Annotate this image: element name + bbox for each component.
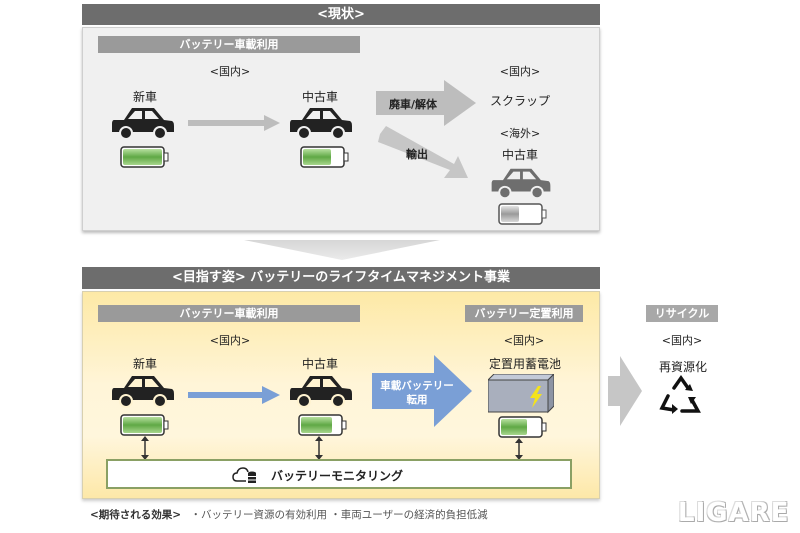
- transfer-arrow-label-1: 車載バッテリー: [380, 380, 454, 392]
- car-icon: [290, 376, 352, 408]
- scrap-arrow-label: 廃車/解体: [388, 98, 438, 111]
- transfer-arrow-label-2: 転用: [406, 394, 428, 406]
- overseas-label: <海外>: [499, 127, 541, 140]
- current-domestic-label: <国内>: [209, 65, 251, 78]
- battery-icon-target-used: [298, 414, 348, 440]
- arrow-new-to-used: [188, 115, 280, 131]
- expected-effects-heading: <期待される効果>: [90, 509, 182, 521]
- recycle-icon: [659, 374, 701, 414]
- target-onboard-section-label: バッテリー車載利用: [98, 305, 360, 322]
- recycle-domestic-label: <国内>: [661, 334, 703, 347]
- current-new-car-label: 新車: [132, 90, 157, 104]
- car-icon: [290, 108, 352, 140]
- recycle-arrow: [608, 356, 642, 426]
- expected-effects-list: ・バッテリー資源の有効利用 ・車両ユーザーの経済的負担低減: [190, 509, 488, 521]
- scrap-label: スクラップ: [489, 94, 550, 108]
- target-stationary-section-label: バッテリー定置利用: [465, 305, 583, 322]
- car-icon: [112, 108, 174, 140]
- car-icon-overseas: [491, 168, 551, 200]
- ligare-logo: LIGARE: [678, 498, 790, 528]
- current-title: <現状>: [82, 4, 600, 25]
- battery-monitoring-box: バッテリーモニタリング: [106, 459, 572, 489]
- export-arrow-label: 輸出: [406, 148, 428, 161]
- stationary-label: 定置用蓄電池: [488, 357, 561, 371]
- target-used-car-label: 中古車: [301, 357, 338, 371]
- current-used-car-label: 中古車: [301, 90, 338, 104]
- battery-icon-stationary: [498, 416, 548, 442]
- link-arrow-new: [141, 436, 149, 460]
- recycle-section-label: リサイクル: [646, 305, 718, 322]
- expected-effects: <期待される効果> ・バッテリー資源の有効利用 ・車両ユーザーの経済的負担低減: [90, 507, 488, 522]
- export-arrow: [378, 126, 468, 178]
- transition-arrow: [244, 240, 440, 260]
- monitoring-label: バッテリーモニタリング: [271, 469, 404, 483]
- stationary-battery-icon: [488, 374, 554, 414]
- overseas-used-car-label: 中古車: [501, 148, 538, 162]
- recycle-label: 再資源化: [658, 360, 707, 374]
- link-arrow-stationary: [515, 438, 523, 460]
- battery-icon-current-used: [300, 146, 350, 172]
- scrap-arrow: [376, 80, 476, 126]
- link-arrow-used: [315, 436, 323, 460]
- battery-icon-overseas: [498, 203, 548, 229]
- scrap-domestic-label: <国内>: [499, 65, 541, 78]
- lightning-bolt-icon: [530, 386, 542, 408]
- battery-icon-current-new: [120, 146, 170, 172]
- current-section-label: バッテリー車載利用: [98, 36, 360, 53]
- target-title: <目指す姿> バッテリーのライフタイムマネジメント事業: [82, 267, 600, 289]
- stationary-domestic-label: <国内>: [503, 334, 545, 347]
- arrow-new-to-used-blue: [188, 386, 280, 404]
- target-new-car-label: 新車: [132, 357, 157, 371]
- battery-icon-target-new: [120, 414, 170, 440]
- transfer-arrow: [372, 355, 472, 427]
- car-icon: [112, 376, 174, 408]
- cloud-database-icon: [232, 467, 256, 483]
- target-domestic-label: <国内>: [209, 334, 251, 347]
